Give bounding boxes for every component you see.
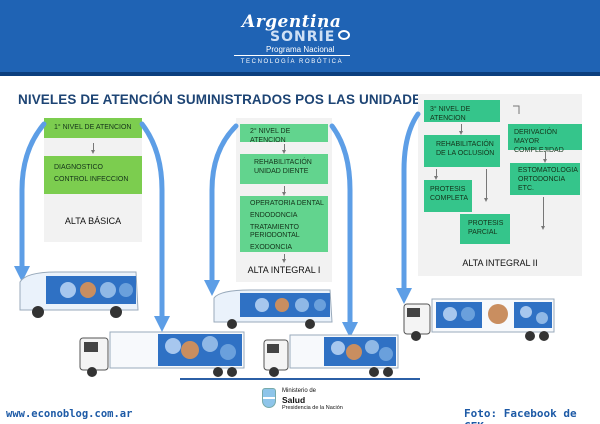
level3-label: ALTA INTEGRAL II [462,258,538,268]
smile-icon [338,30,350,40]
level1-items-box: DIAGNOSTICO CONTROL INFECCION [44,156,142,194]
level2-down-arrow [282,144,286,154]
level2-header-box: 2° NIVEL DE ATENCION [240,124,328,144]
level3-down-arrow [543,152,547,163]
level3-down-arrow [459,124,463,135]
ministry-line2: Salud [282,395,306,405]
arrow-l1-to-van [13,121,47,283]
arrow-l2-to-truck [329,123,359,339]
level2-rehab-box: REHABILITACIÓN UNIDAD DIENTE [240,154,328,184]
logo-brand-line4: TECNOLOGÍA ROBÓTICA [240,59,344,65]
level1-label: ALTA BÁSICA [64,216,122,226]
truck-image [403,298,555,341]
level1-item: CONTROL INFECCION [54,175,129,183]
page-title: NIVELES DE ATENCIÓN SUMINISTRADOS POS LA… [18,92,431,107]
level3-derivacion-box: DERIVACIÓN MAYOR COMPLEJIDAD [508,124,582,154]
level3-rehab-box: REHABILITACIÓN DE LA OCLUSIÓN [424,135,500,167]
level3-down-arrow [541,197,545,230]
ministry-line1: Ministerio de [282,388,317,394]
header-banner [0,0,600,76]
level1-item: DIAGNOSTICO [54,164,104,171]
arrow-l2-to-van [203,123,239,297]
truck-image [79,331,245,377]
logo-brand-line2: SONRÍE [270,29,336,45]
ministry-line3: Presidencia de la Nación [282,405,343,411]
arrow-l1-to-truck [139,121,171,333]
level3-corner-arrow [513,105,520,114]
level2-items-box: OPERATORIA DENTAL ENDODONCIA TRATAMIENTO… [240,196,328,252]
level3-down-arrow [434,169,438,180]
van-image [19,271,139,318]
footer-divider [180,378,420,380]
van-image [213,289,333,329]
level3-down-arrow [484,169,488,202]
level2-item: ENDODONCIA [250,211,298,219]
level2-down-arrow [282,254,286,263]
arrow-l3-to-truck [395,111,421,305]
level3-protesis-completa-box: PROTESIS COMPLETA [424,180,472,212]
logo-brand-line1: Argentina [242,12,342,32]
truck-image [263,334,399,377]
coat-of-arms-icon [262,388,276,408]
logo-divider [234,55,350,56]
level2-item: EXODONCIA [250,244,293,251]
level3-especialidades-box: ESTOMATOLOGIA ORTODONCIA ETC. [510,163,580,195]
level1-down-arrow [91,143,95,154]
logo-brand-line3: Programa Nacional [266,45,335,54]
level2-item: TRATAMIENTO PERIODONTAL [250,223,300,240]
level2-label: ALTA INTEGRAL I [247,265,321,275]
level1-header-box: 1° NIVEL DE ATENCION [44,118,142,138]
level3-protesis-parcial-box: PROTESIS PARCIAL [460,214,510,244]
source-url: www.econoblog.com.ar [6,408,133,420]
ministry-logo: Ministerio de Salud Presidencia de la Na… [262,386,372,416]
photo-credit: Foto: Facebook de CFK [464,407,577,424]
level2-item: OPERATORIA DENTAL [250,200,324,207]
header-stripe [0,72,600,76]
level2-down-arrow [282,186,286,196]
program-logo: Argentina SONRÍE Programa Nacional TECNO… [228,12,378,68]
level3-header-box: 3° NIVEL DE ATENCION [424,100,500,122]
